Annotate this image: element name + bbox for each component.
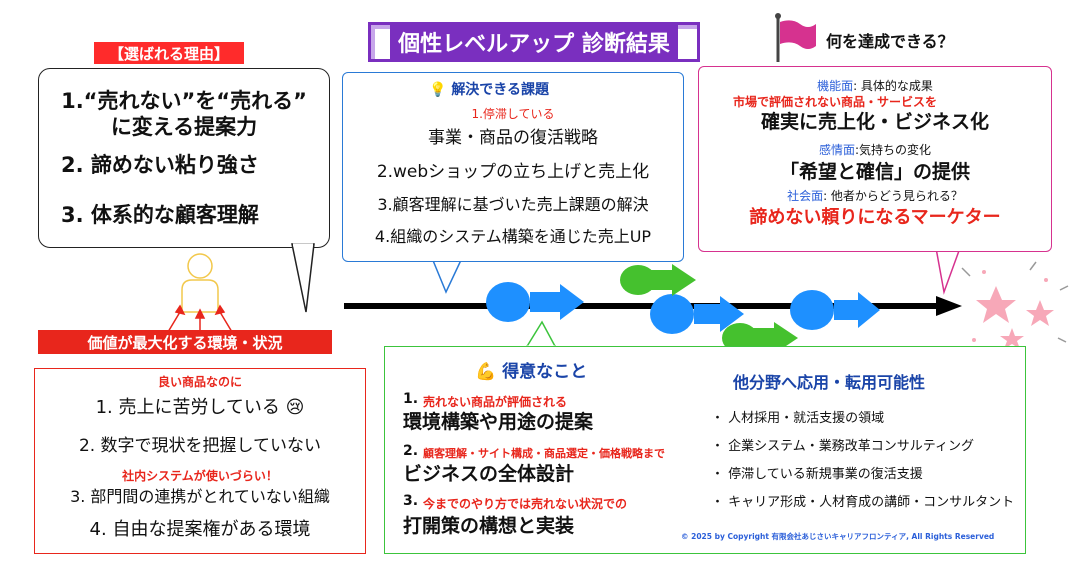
stars-icon [961, 261, 1069, 349]
achieve-functional-heading: 機能面: 具体的な成果 [817, 79, 933, 93]
blue-milestone [790, 290, 880, 330]
green-arrow [620, 264, 696, 296]
copyright: © 2025 by Copyright 有限会社あじさいキャリアフロンティア, … [681, 532, 995, 541]
value-arrows [167, 304, 233, 333]
strength-main: 打開策の構想と実装 [403, 515, 575, 537]
value-item: 2. 数字で現状を把握していない [78, 436, 322, 456]
solve-bubble-tail [430, 257, 464, 294]
achieve-bubble: 機能面: 具体的な成果 市場で評価されない商品・サービスを 確実に売上化・ビジネ… [698, 66, 1052, 252]
value-item: 4. 自由な提案権がある環境 [89, 519, 311, 540]
flexed-arm-icon: 💪 [475, 362, 497, 382]
values-box: 良い商品なのに 1. 売上に苦労している 😢 2. 数字で現状を把握していない … [34, 368, 366, 554]
strength-note: 今までのやり方では売れない状況での [423, 497, 628, 511]
value-item: 3. 部門間の連携がとれていない組織 [70, 487, 330, 506]
other-field-item: ・ 停滞している新規事業の復活支援 [711, 467, 923, 482]
blue-milestone [650, 294, 744, 334]
blue-milestone [486, 282, 584, 322]
strength-box: 💪 得意なこと 1. 売れない商品が評価される 環境構築や用途の提案 2. 顧客… [384, 346, 1026, 554]
achieve-emotional-main: 「希望と確信」の提供 [779, 161, 970, 183]
other-field-item: ・ 人材採用・就活支援の領域 [711, 411, 885, 426]
value-note: 社内システムが使いづらい！ [122, 469, 278, 483]
strength-main: ビジネスの全体設計 [403, 463, 575, 485]
reason-item: 1.“売れない”を“売れる” [61, 89, 307, 113]
achieve-header: 何を達成できる？ [826, 32, 954, 51]
reason-item: 3. 体系的な顧客理解 [61, 203, 259, 227]
other-field-item: ・ キャリア形成・人材育成の講師・コンサルタント [711, 495, 1015, 510]
flag-icon [775, 13, 816, 62]
achieve-emotional-heading: 感情面:気持ちの変化 [818, 143, 932, 157]
solve-item: 4.組織のシステム構築を通じた売上UP [374, 227, 652, 246]
solve-item: 3.顧客理解に基づいた売上課題の解決 [377, 195, 649, 214]
strength-header: 💪 得意なこと [475, 362, 588, 382]
other-field-item: ・ 企業システム・業務改革コンサルティング [711, 439, 974, 454]
solve-bubble: 💡 解決できる課題 1.停滞している 事業・商品の復活戦略 2.webショップの… [342, 72, 684, 262]
strength-main: 環境構築や用途の提案 [403, 411, 594, 433]
values-label: 価値が最大化する環境・状況 [38, 330, 332, 354]
strength-number: 2. [403, 443, 419, 459]
achieve-functional-note: 市場で評価されない商品・サービスを [732, 95, 937, 109]
lightbulb-icon: 💡 [429, 82, 447, 98]
achieve-bubble-tail [935, 247, 962, 295]
reason-item: 2. 諦めない粘り強さ [61, 153, 259, 177]
achieve-functional-main: 確実に売上化・ビジネス化 [760, 111, 989, 133]
person-icon [181, 253, 219, 313]
strength-bubble-tail [524, 320, 558, 349]
solve-item: 事業・商品の復活戦略 [428, 128, 598, 148]
other-fields-header: 他分野へ応用・転用可能性 [733, 373, 926, 392]
strength-number: 3. [403, 493, 419, 509]
strength-note: 売れない商品が評価される [423, 395, 568, 409]
page-title: 個性レベルアップ 診断結果 [368, 22, 700, 62]
solve-item: 2.webショップの立ち上げと売上化 [376, 162, 650, 182]
solve-header: 💡 解決できる課題 [429, 82, 550, 98]
strength-number: 1. [403, 391, 419, 407]
solve-note: 1.停滞している [471, 107, 555, 121]
reasons-label: 【選ばれる理由】 [94, 42, 244, 64]
achieve-social-main: 諦めない頼りになるマーケター [749, 207, 1001, 228]
reason-item: に変える提案力 [110, 115, 258, 139]
strength-note: 顧客理解・サイト構成・商品選定・価格戦略まで [423, 447, 665, 460]
value-item: 1. 売上に苦労している 😢 [95, 397, 305, 418]
achieve-social-heading: 社会面: 他者からどう見られる？ [787, 189, 963, 203]
reasons-bubble-tail [291, 243, 315, 313]
reasons-bubble: 1.“売れない”を“売れる” に変える提案力 2. 諦めない粘り強さ 3. 体系… [38, 68, 330, 248]
value-note: 良い商品なのに [157, 375, 242, 389]
timeline-arrowhead [936, 296, 962, 316]
